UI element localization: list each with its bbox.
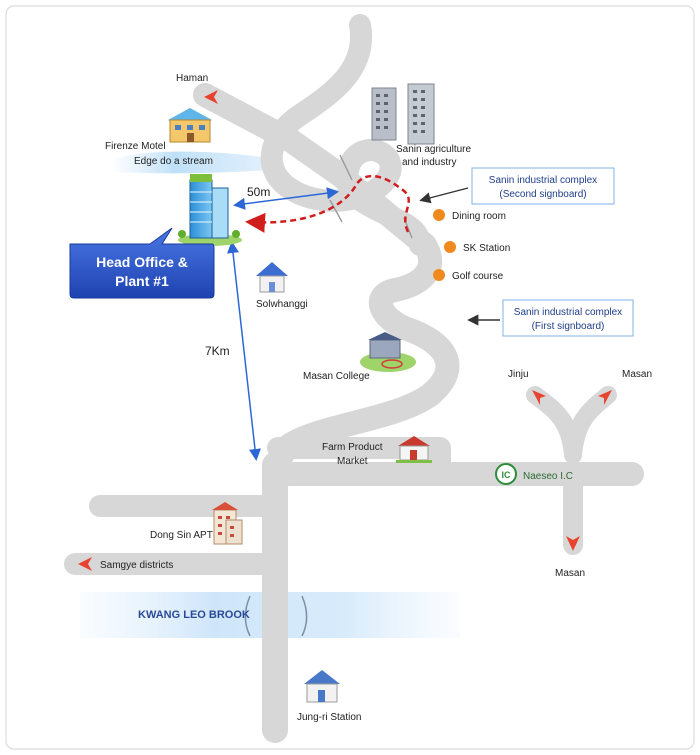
distance-50m-label: 50m bbox=[247, 185, 270, 199]
ic-badge-text: IC bbox=[502, 470, 512, 480]
signboard-second-line2: (Second signboard) bbox=[499, 189, 586, 200]
signboard-second: Sanin industrial complex (Second signboa… bbox=[471, 167, 615, 205]
route-path bbox=[245, 174, 410, 233]
label-farm-market-2: Market bbox=[337, 456, 368, 467]
office-building-icon bbox=[178, 174, 242, 246]
poi-label: SK Station bbox=[463, 243, 510, 254]
bridge-right-mark bbox=[301, 595, 308, 637]
college-campus-icon bbox=[360, 332, 416, 372]
head-office-line2: Plant #1 bbox=[115, 273, 169, 289]
market-building-icon bbox=[396, 436, 432, 463]
signboard-2-pointer bbox=[419, 187, 469, 204]
poi-dot-icon bbox=[444, 241, 456, 253]
poi-sk-station: SK Station bbox=[444, 241, 510, 254]
label-sanin-agri-1: Sanin agriculture bbox=[396, 144, 471, 155]
bridge-left-mark bbox=[244, 595, 251, 637]
signboard-first: Sanin industrial complex (First signboar… bbox=[502, 299, 634, 337]
label-masan-bottom: Masan bbox=[555, 568, 585, 579]
label-dong-sin-apt: Dong Sin APT bbox=[150, 530, 213, 541]
head-office-line1: Head Office & bbox=[96, 254, 188, 270]
road-network bbox=[64, 14, 644, 743]
direction-arrow-icon bbox=[78, 557, 92, 571]
poi-dining-room: Dining room bbox=[433, 209, 506, 222]
label-naeseo-ic: Naeseo I.C bbox=[523, 471, 573, 482]
label-firenze-motel: Firenze Motel bbox=[105, 141, 166, 152]
head-office-callout: Head Office & Plant #1 bbox=[69, 227, 215, 299]
poi-dot-icon bbox=[433, 269, 445, 281]
motel-building-icon bbox=[168, 108, 212, 143]
label-masan-college: Masan College bbox=[303, 371, 370, 382]
direction-arrow-icon bbox=[204, 90, 218, 104]
stream-area bbox=[110, 151, 270, 174]
distance-7km-line bbox=[227, 241, 261, 461]
label-jung-ri-station: Jung-ri Station bbox=[297, 712, 361, 723]
signboard-first-line2: (First signboard) bbox=[532, 321, 605, 332]
label-kwang-leo-brook: KWANG LEO BROOK bbox=[138, 609, 250, 621]
poi-golf-course: Golf course bbox=[433, 269, 504, 282]
twin-towers-icon bbox=[371, 83, 435, 145]
label-haman: Haman bbox=[176, 73, 208, 84]
house-icon bbox=[256, 262, 288, 293]
direction-arrow-icon bbox=[532, 390, 546, 405]
direction-arrow-icon bbox=[598, 390, 612, 405]
apartment-icon bbox=[212, 502, 243, 545]
label-samgye: Samgye districts bbox=[100, 560, 173, 571]
interchange-badge: IC bbox=[495, 463, 517, 485]
label-masan-top: Masan bbox=[622, 369, 652, 380]
overpass-tick bbox=[339, 154, 353, 181]
poi-dot-icon bbox=[433, 209, 445, 221]
label-solwhanggi: Solwhanggi bbox=[256, 299, 308, 310]
poi-label: Golf course bbox=[452, 271, 504, 282]
label-farm-market-1: Farm Product bbox=[322, 442, 383, 453]
distance-50m-line bbox=[233, 187, 339, 210]
signboard-second-line1: Sanin industrial complex bbox=[489, 175, 597, 186]
label-edge-stream: Edge do a stream bbox=[134, 156, 213, 167]
poi-label: Dining room bbox=[452, 211, 506, 222]
station-building-icon bbox=[304, 670, 340, 703]
signboard-first-line1: Sanin industrial complex bbox=[514, 307, 622, 318]
direction-arrow-icon bbox=[566, 536, 580, 551]
label-jinju: Jinju bbox=[508, 369, 529, 380]
label-sanin-agri-2: and industry bbox=[402, 157, 456, 168]
distance-7km-label: 7Km bbox=[205, 344, 230, 358]
